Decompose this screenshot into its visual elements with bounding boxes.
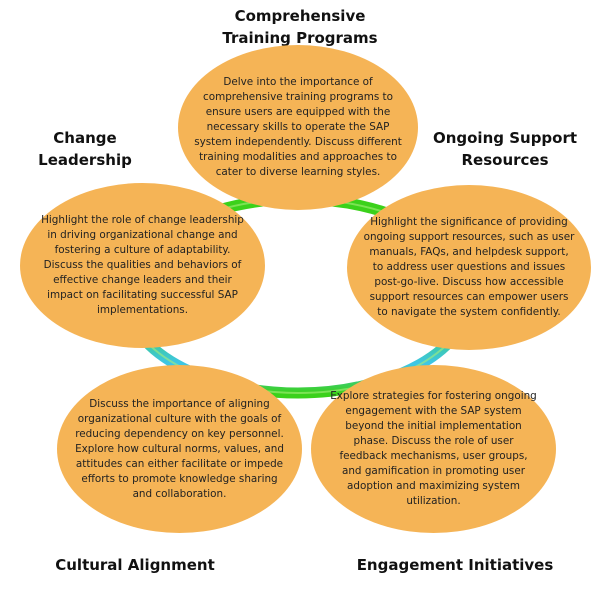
title-line: Comprehensive <box>234 7 366 25</box>
node-change-leadership: Highlight the role of change leadership … <box>20 183 265 348</box>
title-cultural-alignment: Cultural Alignment <box>40 554 230 576</box>
node-description: Explore strategies for fostering ongoing… <box>330 390 537 507</box>
node-ongoing-support: Highlight the significance of providing … <box>347 185 591 350</box>
title-line: Resources <box>461 151 549 169</box>
title-line: Engagement Initiatives <box>356 556 554 574</box>
node-cultural-alignment: Discuss the importance of aligning organ… <box>57 365 302 533</box>
node-description: Delve into the importance of comprehensi… <box>194 76 402 178</box>
node-description: Highlight the role of change leadership … <box>41 214 244 316</box>
node-description: Discuss the importance of aligning organ… <box>75 397 284 500</box>
node-description: Highlight the significance of providing … <box>363 216 575 318</box>
node-comprehensive-training: Delve into the importance of comprehensi… <box>178 45 418 210</box>
title-line: Training Programs <box>222 29 378 47</box>
title-line: Change <box>53 129 117 147</box>
title-comprehensive-training: Comprehensive Training Programs <box>200 5 400 49</box>
title-ongoing-support: Ongoing Support Resources <box>425 127 585 171</box>
title-line: Leadership <box>38 151 132 169</box>
title-engagement-initiatives: Engagement Initiatives <box>355 554 555 576</box>
title-line: Ongoing Support <box>432 129 578 147</box>
title-change-leadership: Change Leadership <box>30 127 140 171</box>
title-line: Cultural Alignment <box>55 556 215 574</box>
node-engagement-initiatives: Explore strategies for fostering ongoing… <box>311 365 556 533</box>
